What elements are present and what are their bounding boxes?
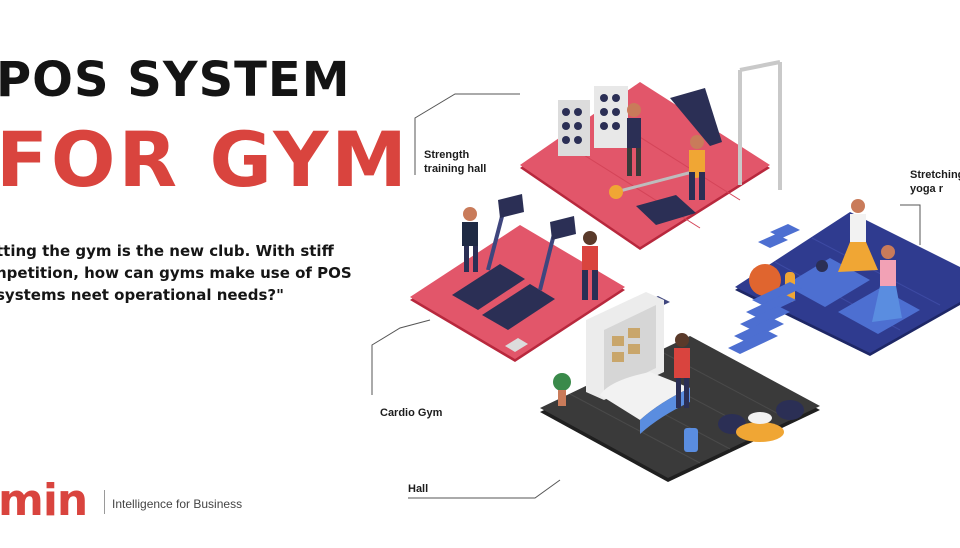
strength-training-floor [520, 60, 782, 250]
leader-line-stretching [900, 204, 921, 245]
cardio-gym-floor [410, 194, 625, 362]
brand-logo: min [0, 475, 88, 526]
zone-label-stretching: Stretching yoga r [910, 169, 960, 195]
headline-line-1: POS SYSTEM [0, 52, 351, 108]
zone-label-cardio: Cardio Gym [380, 407, 443, 419]
brand-slogan: Intelligence for Business [112, 497, 243, 511]
zone-label-strength: Strength training hall [424, 149, 487, 175]
brand-divider [104, 490, 105, 514]
tagline: tting the gym is the new club. With stif… [0, 242, 352, 304]
hall-floor [540, 292, 820, 482]
zone-label-hall: Hall [408, 483, 429, 495]
gym-isometric-illustration [371, 60, 960, 499]
leader-line-cardio [371, 319, 431, 395]
stretching-yoga-floor [735, 199, 960, 356]
leader-line-strength [414, 93, 520, 175]
leader-line-hall [408, 479, 561, 499]
headline-line-2: FOR GYM [0, 115, 410, 204]
